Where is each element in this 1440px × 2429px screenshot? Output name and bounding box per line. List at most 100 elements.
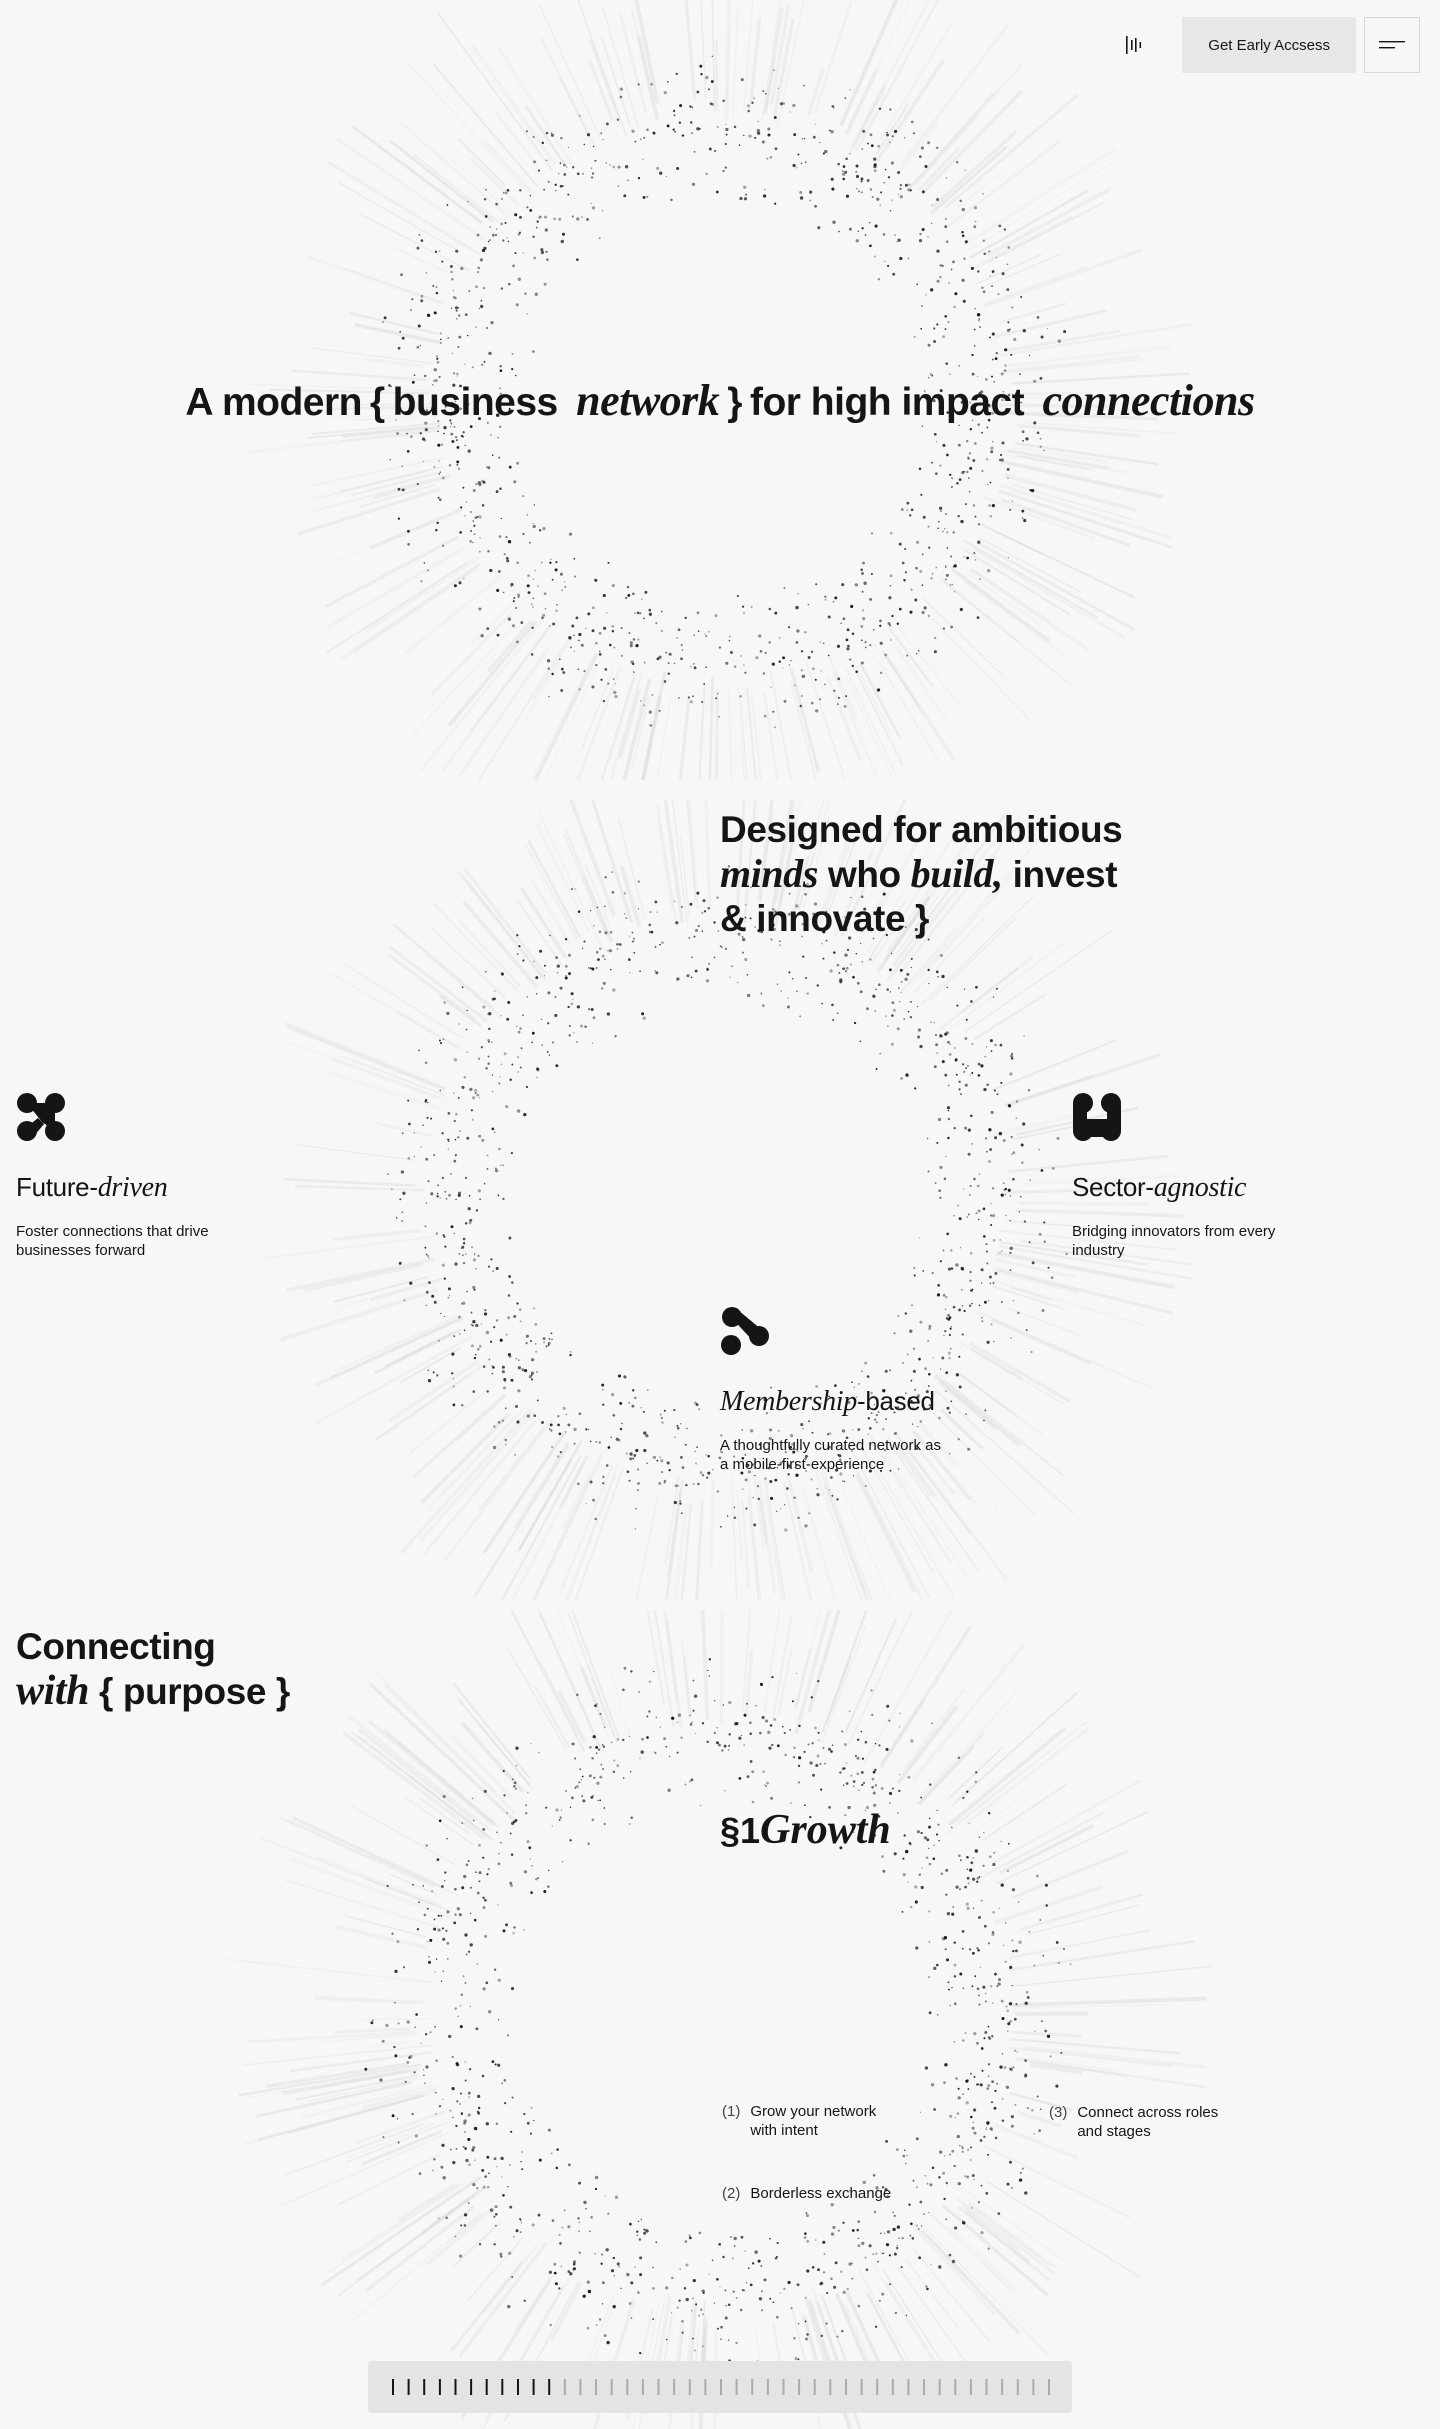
feature-title-italic: agnostic — [1153, 1172, 1247, 1203]
scrubber-tick — [876, 2379, 879, 2395]
growth-section-number: §1 — [720, 1810, 761, 1851]
connecting-line-1: Connecting — [16, 1626, 216, 1667]
scrubber-tick — [470, 2379, 473, 2395]
scrubber-tick — [985, 2379, 988, 2395]
hero-text-6: for high impact — [749, 381, 1025, 424]
feature-future-driven-title: Future-driven — [16, 1172, 226, 1204]
growth-point-number: (2) — [722, 2185, 741, 2202]
feature-title-part: Future- — [16, 1172, 98, 1202]
scrubber-tick — [720, 2379, 722, 2395]
scrubber-tick — [1016, 2379, 1019, 2395]
scrubber-tick — [657, 2379, 660, 2395]
future-driven-icon — [17, 1093, 65, 1141]
growth-title: Growth — [760, 1807, 891, 1853]
scrubber-tick — [891, 2379, 894, 2395]
feature-sector-agnostic: Sector-agnostic Bridging innovators from… — [1072, 1092, 1282, 1260]
connecting-line-2: with { purpose } — [16, 1669, 290, 1714]
scrubber-tick — [579, 2379, 582, 2395]
hero-brace-open: { — [369, 381, 385, 424]
scrubber-tick — [813, 2379, 816, 2395]
feature-title-italic: Membership — [720, 1386, 857, 1417]
scrubber-tick — [532, 2379, 535, 2395]
feature-title-part: Sector- — [1072, 1172, 1154, 1202]
scrubber-tick — [923, 2379, 925, 2395]
designed-line-1: Designed for ambitious — [720, 809, 1123, 850]
designed-minds: minds — [720, 851, 819, 896]
scrubber-tick — [673, 2379, 676, 2395]
top-bar: Get Early Accsess — [1114, 17, 1420, 73]
hero-text-3: business — [392, 381, 559, 424]
membership-icon — [721, 1307, 769, 1355]
scrubber-tick — [454, 2379, 457, 2395]
scrubber-tick — [688, 2379, 691, 2395]
scrubber-tick — [1001, 2379, 1004, 2395]
feature-title-part: -based — [856, 1386, 935, 1416]
hero-brace-close: } — [727, 381, 742, 424]
particle-ring-growth — [220, 1610, 1220, 2429]
scrubber-tick — [798, 2379, 801, 2395]
feature-future-driven-desc: Foster connections that drive businesses… — [16, 1223, 209, 1259]
feature-sector-agnostic-title: Sector-agnostic — [1072, 1172, 1282, 1204]
scrubber-tick — [766, 2379, 769, 2395]
scrubber-tick — [485, 2379, 488, 2395]
sector-agnostic-icon — [1073, 1093, 1121, 1141]
sound-bars-icon — [1126, 36, 1142, 54]
scrubber-tick — [1032, 2379, 1035, 2395]
scrubber-tick — [782, 2379, 785, 2395]
scrubber-tick — [860, 2379, 863, 2395]
menu-button[interactable] — [1364, 17, 1420, 73]
scrubber-tick — [610, 2379, 613, 2395]
connecting-purpose: { purpose } — [99, 1671, 290, 1712]
scrubber-tick — [501, 2379, 504, 2395]
growth-point-text: Grow your network with intent — [750, 2103, 877, 2139]
scrubber-tick — [751, 2379, 754, 2395]
growth-point-1: (1) Grow your network with intent — [722, 2102, 890, 2140]
feature-membership-desc: A thoughtfully curated network as a mobi… — [720, 1437, 941, 1473]
designed-invest: invest — [1012, 854, 1118, 895]
hero-text-connections: connections — [1042, 376, 1256, 425]
scrubber-tick — [438, 2379, 441, 2395]
designed-line-3: & innovate } — [720, 898, 930, 939]
designed-build: build, — [910, 851, 1003, 896]
scrubber-tick — [969, 2379, 972, 2395]
growth-point-number: (1) — [722, 2103, 741, 2120]
growth-point-number: (3) — [1049, 2104, 1068, 2121]
scrubber-tick — [1048, 2379, 1050, 2395]
scrubber-tick — [954, 2379, 957, 2395]
feature-membership-title: Membership-based — [720, 1386, 950, 1418]
hero-text-network: network — [576, 376, 720, 425]
designed-heading: Designed for ambitious minds who build, … — [720, 808, 1123, 941]
scrubber-tick — [735, 2379, 738, 2395]
scrubber-tick — [407, 2379, 410, 2395]
growth-point-text: Connect across roles and stages — [1077, 2104, 1219, 2140]
connecting-heading: Connecting with { purpose } — [16, 1625, 290, 1714]
scrubber-tick — [392, 2379, 394, 2395]
feature-sector-agnostic-desc: Bridging innovators from every industry — [1072, 1223, 1276, 1259]
menu-lines-icon — [1379, 41, 1405, 49]
growth-heading: §1Growth — [720, 1806, 891, 1854]
scrubber-tick — [641, 2379, 644, 2395]
sound-toggle-button[interactable] — [1114, 25, 1154, 65]
growth-point-3: (3) Connect across roles and stages — [1049, 2103, 1227, 2141]
scrubber-tick — [423, 2379, 426, 2395]
growth-point-2: (2) Borderless exchange — [722, 2184, 891, 2203]
get-early-access-button[interactable]: Get Early Accsess — [1182, 17, 1356, 73]
feature-membership-based: Membership-based A thoughtfully curated … — [720, 1306, 950, 1474]
designed-who: who — [827, 854, 901, 895]
scrubber-tick — [517, 2379, 519, 2395]
feature-future-driven: Future-driven Foster connections that dr… — [16, 1092, 226, 1260]
scrubber-tick — [938, 2379, 941, 2395]
scrubber-tick — [626, 2379, 629, 2395]
growth-point-text: Borderless exchange — [750, 2185, 892, 2202]
scrubber-tick — [548, 2379, 551, 2395]
hero-text-1: A modern — [185, 381, 362, 424]
scrubber-ticks — [392, 2379, 1050, 2395]
designed-line-2: minds who build, invest — [720, 852, 1122, 897]
scroll-progress-scrubber[interactable] — [368, 2361, 1072, 2413]
scrubber-tick — [563, 2379, 566, 2395]
scrubber-tick — [595, 2379, 597, 2395]
hero-title: A modern{business network}for high impac… — [0, 375, 1440, 426]
scrubber-tick — [907, 2379, 910, 2395]
scrubber-tick — [829, 2379, 832, 2395]
scrubber-tick — [845, 2379, 847, 2395]
